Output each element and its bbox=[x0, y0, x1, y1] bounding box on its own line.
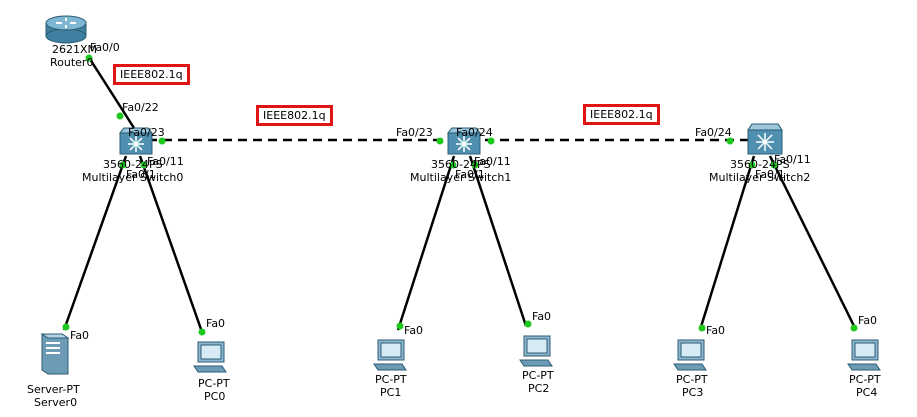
pc-icon-0[interactable] bbox=[192, 340, 228, 374]
pc-icon-3[interactable] bbox=[672, 338, 708, 372]
pc2-model-label: PC-PT bbox=[522, 369, 554, 382]
port-label-sw2-fa0-1: Fa0/1 bbox=[755, 168, 785, 181]
link-switch0-pc0[interactable] bbox=[138, 155, 204, 333]
port-dot bbox=[449, 161, 457, 169]
link-switch1-pc2[interactable] bbox=[468, 155, 528, 327]
router-icon[interactable] bbox=[44, 12, 88, 44]
port-dot bbox=[62, 323, 70, 331]
port-label-sw2-fa0-11: Fa0/11 bbox=[774, 153, 811, 166]
pc2-name-label: PC2 bbox=[528, 382, 550, 395]
switch1-name-label: Multilayer Switch1 bbox=[410, 171, 512, 184]
port-label-pc4-fa0: Fa0 bbox=[858, 314, 878, 327]
multilayer-switch-icon-2[interactable] bbox=[744, 120, 784, 158]
pc0-model-label: PC-PT bbox=[198, 377, 230, 390]
pc1-model-label: PC-PT bbox=[375, 373, 407, 386]
port-dot bbox=[158, 137, 166, 145]
pc4-model-label: PC-PT bbox=[849, 373, 881, 386]
port-dot bbox=[698, 324, 706, 332]
trunk-tag-router-switch0: IEEE802.1q bbox=[113, 64, 190, 85]
switch1-model-label: 3560-24PS bbox=[431, 158, 491, 171]
port-label-sw0-fa0-22: Fa0/22 bbox=[122, 101, 159, 114]
port-dot bbox=[850, 324, 858, 332]
port-label-sw0-fa0-11: Fa0/11 bbox=[147, 155, 184, 168]
port-dot bbox=[524, 320, 532, 328]
port-dot bbox=[198, 328, 206, 336]
port-dot bbox=[140, 161, 148, 169]
link-switch2-pc3[interactable] bbox=[698, 155, 756, 331]
port-label-pc1-fa0: Fa0 bbox=[404, 324, 424, 337]
pc0-name-label: PC0 bbox=[204, 390, 226, 403]
port-status-dots bbox=[62, 54, 858, 336]
server0-model-label: Server-PT bbox=[27, 383, 80, 396]
trunk-tag-switch1-switch2: IEEE802.1q bbox=[583, 104, 660, 125]
switch0-model-label: 3560-24PS bbox=[103, 158, 163, 171]
switch2-name-label: Multilayer Switch2 bbox=[709, 171, 811, 184]
link-switch2-pc4[interactable] bbox=[768, 155, 858, 331]
port-label-server0-fa0: Fa0 bbox=[70, 329, 90, 342]
pc4-name-label: PC4 bbox=[856, 386, 878, 399]
multilayer-switch-icon-1[interactable] bbox=[446, 124, 482, 158]
port-label-sw0-fa0-23: Fa0/23 bbox=[128, 126, 165, 139]
port-label-sw2-fa0-24: Fa0/24 bbox=[695, 126, 732, 139]
port-dot bbox=[116, 112, 124, 120]
server-icon[interactable] bbox=[38, 330, 70, 376]
port-dot bbox=[770, 161, 778, 169]
link-switch0-server0[interactable] bbox=[62, 155, 128, 331]
router-model-label: 2621XM bbox=[52, 43, 98, 56]
port-label-sw1-fa0-23: Fa0/23 bbox=[396, 126, 433, 139]
switch0-name-label: Multilayer Switch0 bbox=[82, 171, 184, 184]
port-dot bbox=[436, 137, 444, 145]
port-dot bbox=[396, 322, 404, 330]
switch2-model-label: 3560-24PS bbox=[730, 158, 790, 171]
port-label-pc0-fa0: Fa0 bbox=[206, 317, 226, 330]
trunk-tag-switch0-switch1: IEEE802.1q bbox=[256, 105, 333, 126]
port-label-pc3-fa0: Fa0 bbox=[706, 324, 726, 337]
multilayer-switch-icon-0[interactable] bbox=[118, 124, 154, 158]
port-dot bbox=[119, 161, 127, 169]
port-label-sw1-fa0-1: Fa0/1 bbox=[455, 168, 485, 181]
port-dot bbox=[748, 161, 756, 169]
pc-icon-1[interactable] bbox=[372, 338, 408, 372]
server0-name-label: Server0 bbox=[34, 396, 78, 409]
port-dot bbox=[471, 161, 479, 169]
port-dot bbox=[85, 54, 93, 62]
router-name-label: Router0 bbox=[50, 56, 94, 69]
pc-icon-2[interactable] bbox=[518, 334, 554, 368]
port-label-sw1-fa0-11: Fa0/11 bbox=[474, 155, 511, 168]
port-label-pc2-fa0: Fa0 bbox=[532, 310, 552, 323]
port-dot bbox=[726, 137, 734, 145]
link-switch1-pc1[interactable] bbox=[396, 155, 456, 331]
pc3-name-label: PC3 bbox=[682, 386, 704, 399]
port-label-sw0-fa0-1: Fa0/1 bbox=[126, 168, 156, 181]
link-router0-switch0[interactable] bbox=[86, 55, 136, 129]
pc3-model-label: PC-PT bbox=[676, 373, 708, 386]
port-dot bbox=[487, 137, 495, 145]
pc1-name-label: PC1 bbox=[380, 386, 402, 399]
pc-icon-4[interactable] bbox=[846, 338, 882, 372]
port-label-router0-fa0-0: Fa0/0 bbox=[90, 41, 120, 54]
port-label-sw1-fa0-24: Fa0/24 bbox=[456, 126, 493, 139]
